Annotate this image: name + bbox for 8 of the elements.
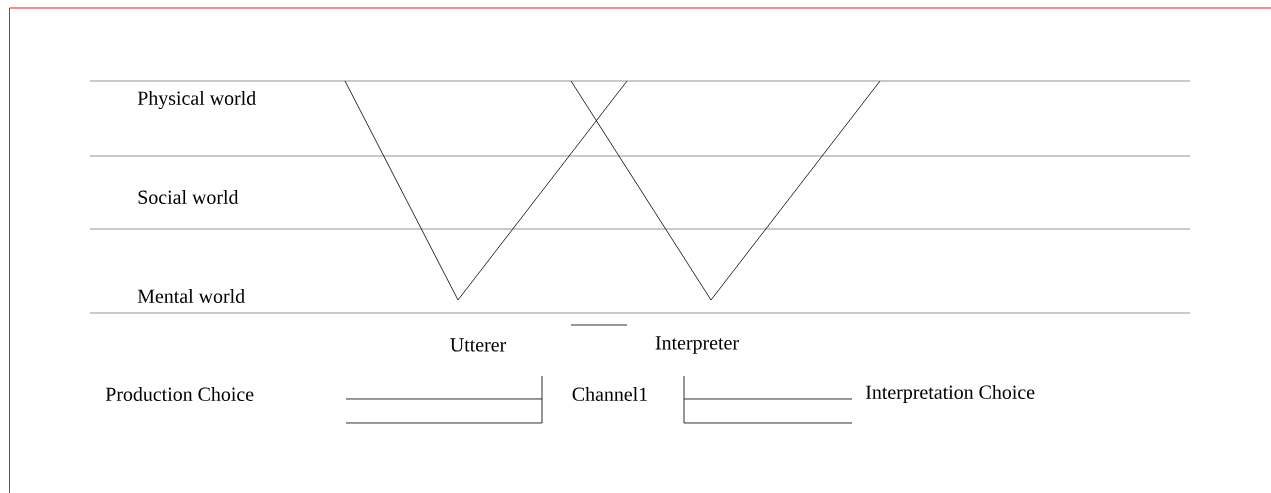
label: Interpretation Choice [865, 384, 1035, 403]
label: Utterer [450, 338, 507, 352]
label: Physical world [137, 90, 256, 110]
label: Interpreter [655, 336, 739, 354]
label: Channel1 [572, 387, 647, 401]
label: Mental world [137, 289, 245, 303]
label: Production Choice [105, 387, 254, 401]
label: Social world [138, 190, 239, 204]
